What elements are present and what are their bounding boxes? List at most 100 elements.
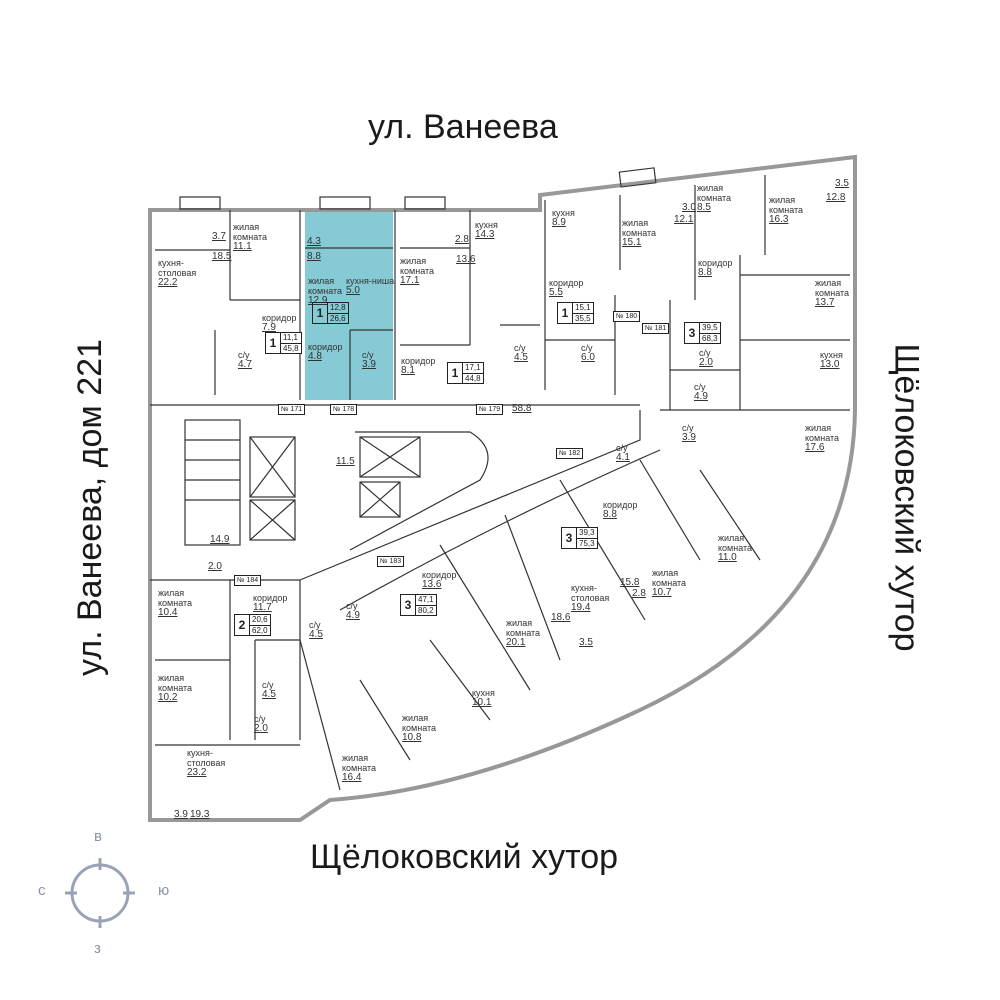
apartment-number[interactable]: № 182 (556, 448, 584, 459)
living-area: 39,5 (700, 323, 720, 334)
room-area: 8.9 (552, 217, 566, 228)
room-name: жилая комната (815, 278, 850, 298)
room-area: 7.9 (262, 322, 276, 333)
room-area: 13.6 (422, 579, 442, 590)
room-label: 2.8 (455, 235, 469, 245)
room-label: 2.8 (632, 589, 646, 599)
apartment-number[interactable]: № 184 (234, 575, 262, 586)
room-name: кухня (475, 220, 498, 230)
room-area: 13.7 (815, 297, 835, 308)
apartment-number[interactable]: № 178 (330, 404, 358, 415)
room-name: кухня (552, 208, 575, 218)
room-name: жилая комната (652, 568, 687, 588)
room-area: 4.9 (694, 391, 708, 402)
room-area: 19.3 (190, 809, 210, 820)
window-bay (179, 196, 221, 210)
room-area: 3.9 (174, 809, 188, 820)
room-area: 3.9 (362, 359, 376, 370)
room-name: с/у (262, 680, 274, 690)
room-count: 3 (685, 323, 700, 343)
room-area: 5.0 (346, 285, 360, 296)
room-area: 2.0 (699, 357, 713, 368)
room-name: жилая комната (805, 423, 840, 443)
apartment-number[interactable]: № 183 (377, 556, 405, 567)
apartment-number[interactable]: № 180 (613, 311, 641, 322)
room-area: 20.1 (506, 637, 526, 648)
room-area: 8.1 (401, 365, 415, 376)
room-label: 3.7 (212, 232, 226, 242)
room-name: жилая комната (506, 618, 541, 638)
living-area: 39,3 (577, 528, 597, 539)
room-area: 10.8 (402, 732, 422, 743)
room-area: 2.8 (455, 234, 469, 245)
room-area: 3.7 (212, 231, 226, 242)
room-name: коридор (422, 570, 457, 580)
room-label: 4.3 (307, 237, 321, 247)
compass-north: в (94, 828, 102, 845)
room-area: 8.8 (698, 267, 712, 278)
room-name: кухня (820, 350, 843, 360)
room-name: кухня-столовая (187, 748, 226, 768)
living-area: 12,8 (328, 303, 348, 314)
room-area: 14.9 (210, 534, 230, 545)
room-label: 18.6 (551, 613, 570, 623)
room-area: 15.8 (620, 577, 640, 588)
room-label: 12.1 (674, 215, 693, 225)
street-label-right: Щёлоковский хутор (887, 343, 926, 652)
room-area: 3.5 (579, 637, 593, 648)
total-area: 68,3 (702, 334, 718, 343)
apartment-number[interactable]: № 179 (476, 404, 504, 415)
apartment-number[interactable]: № 181 (642, 323, 670, 334)
room-count: 3 (562, 528, 577, 548)
room-name: кухня (472, 688, 495, 698)
room-name: жилая комната (158, 588, 193, 608)
room-area: 8.8 (307, 251, 321, 262)
room-name: жилая комната (308, 276, 343, 296)
room-area: 4.8 (308, 351, 322, 362)
room-label: 3.0 (682, 203, 696, 213)
room-label: 8.8 (307, 252, 321, 262)
room-name: кухня-столовая (571, 583, 610, 603)
room-name: жилая комната (402, 713, 437, 733)
room-name: коридор (308, 342, 343, 352)
room-name: жилая комната (400, 256, 435, 276)
apartment-number[interactable]: № 171 (278, 404, 306, 415)
room-name: жилая комната (718, 533, 753, 553)
room-name: с/у (682, 423, 694, 433)
room-area: 19.4 (571, 602, 591, 613)
living-area: 20,6 (250, 615, 270, 626)
room-area: 16.3 (769, 214, 789, 225)
room-count: 1 (448, 363, 463, 383)
room-area: 17.1 (400, 275, 420, 286)
room-name: с/у (581, 343, 593, 353)
window-bay (319, 196, 371, 210)
